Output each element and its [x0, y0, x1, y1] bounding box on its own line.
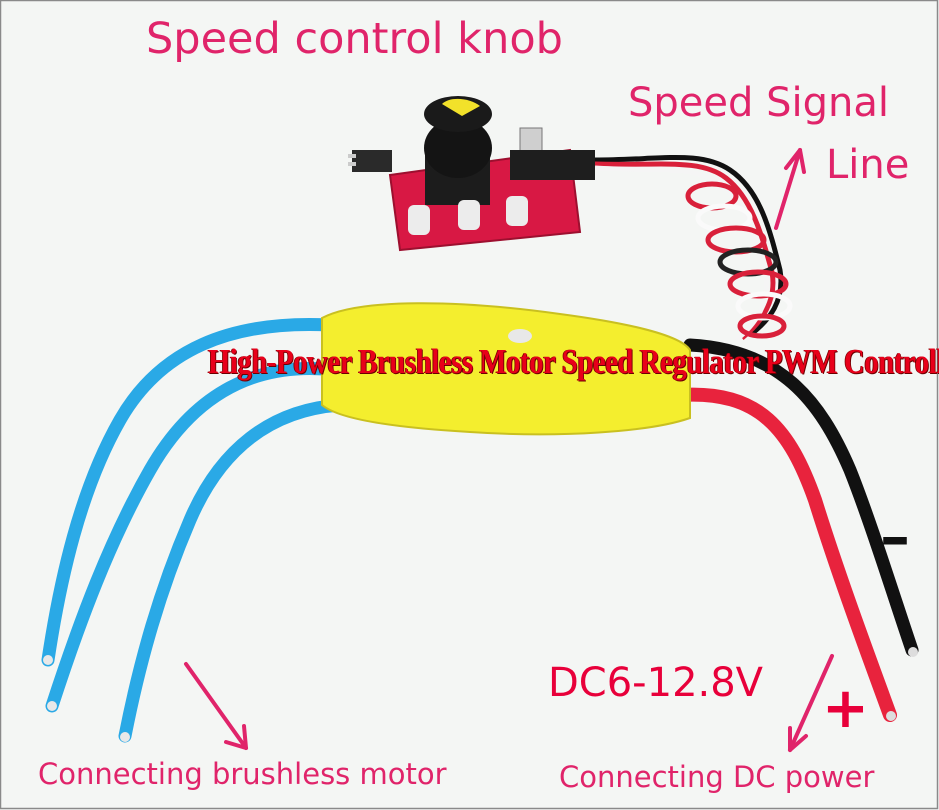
- motor-wires: [41, 317, 347, 743]
- positive-terminal-symbol: +: [822, 676, 869, 741]
- signal-cable: [594, 155, 793, 342]
- speed-knob-label: Speed control knob: [146, 14, 563, 64]
- product-headline: High-Power Brushless Motor Speed Regulat…: [208, 342, 939, 381]
- speed-signal-label-line: Line: [826, 142, 910, 188]
- controller-body: [321, 302, 691, 436]
- power-connection-label: Connecting DC power: [559, 760, 875, 794]
- negative-wire: [683, 338, 919, 657]
- motor-connection-label: Connecting brushless motor: [38, 757, 447, 791]
- speed-control-board: [348, 96, 595, 252]
- negative-terminal-symbol: –: [880, 502, 910, 572]
- speed-signal-label: Speed Signal: [628, 80, 889, 126]
- annotation-arrows: [184, 148, 834, 752]
- speed-knob: [424, 118, 492, 178]
- positive-wire: [673, 387, 897, 722]
- knob-marker: [442, 98, 480, 116]
- voltage-label: DC6-12.8V: [548, 660, 764, 706]
